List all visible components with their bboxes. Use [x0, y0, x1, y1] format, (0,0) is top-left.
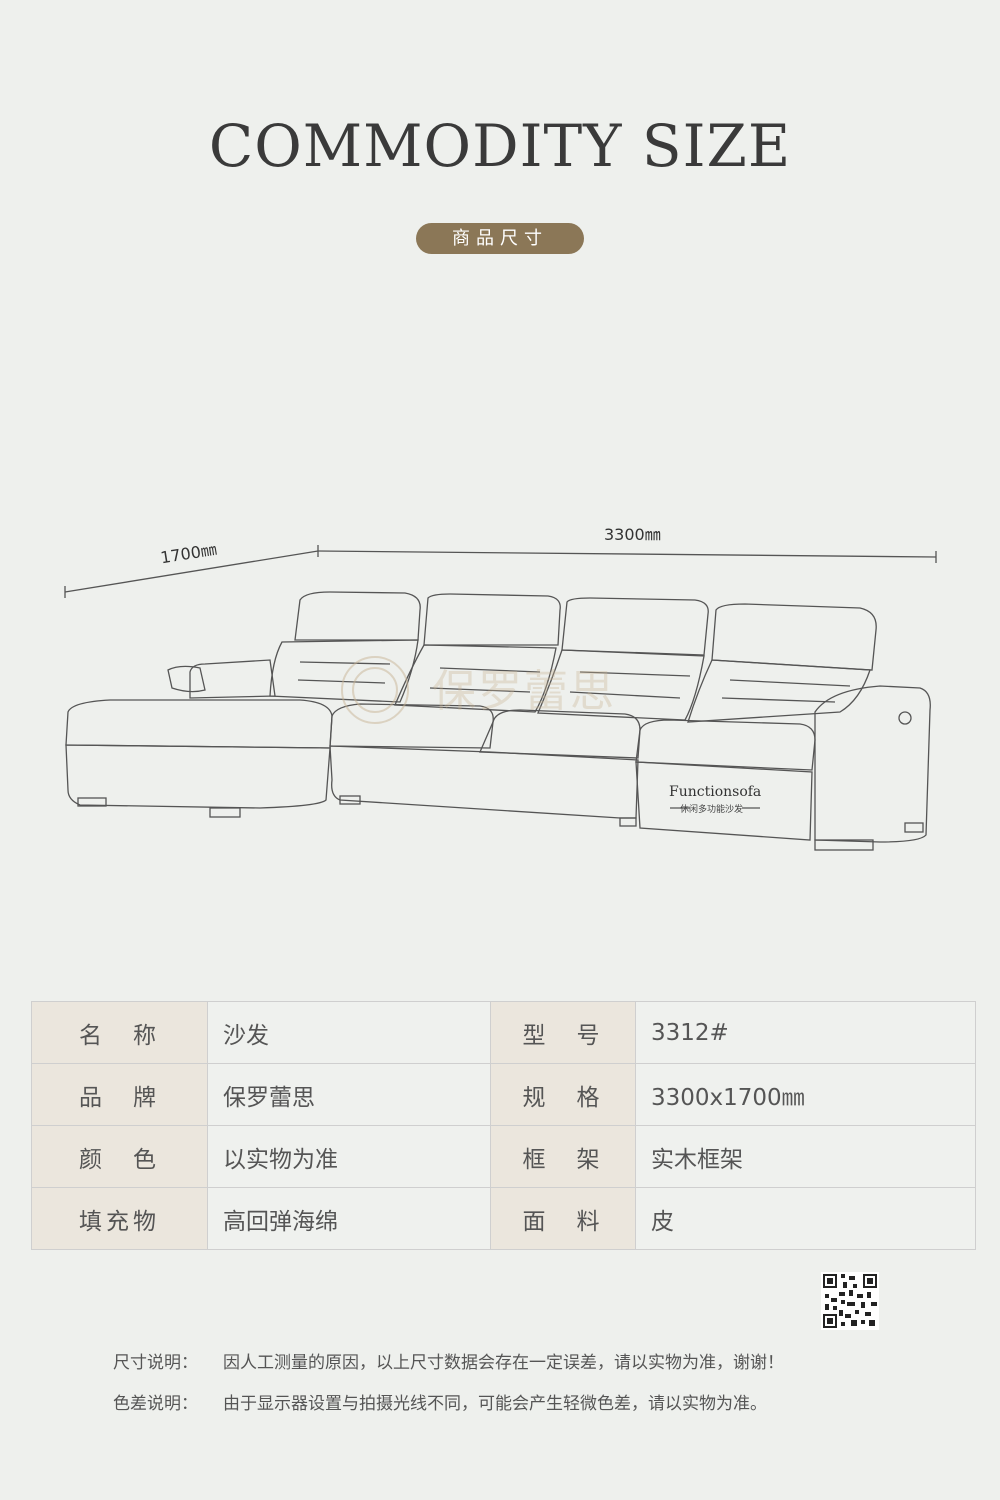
sofa-sketch [64, 545, 937, 851]
spec-label: 规 格 [490, 1063, 636, 1126]
size-note-text: 因人工测量的原因，以上尺寸数据会存在一定误差，请以实物为准，谢谢！ [223, 1353, 784, 1373]
size-note-key: 尺寸说明： [113, 1353, 198, 1373]
table-row: 填充物 高回弹海绵 面 料 皮 [31, 1187, 976, 1250]
brand-watermark: 保罗蕾思 [432, 666, 616, 717]
size-note: 尺寸说明： 因人工测量的原因，以上尺寸数据会存在一定误差，请以实物为准，谢谢！ [113, 1348, 784, 1373]
function-sofa-label: Functionsofa [669, 784, 762, 800]
spec-label: 型 号 [490, 1001, 636, 1064]
spec-value: 高回弹海绵 [207, 1187, 491, 1250]
color-note: 色差说明： 由于显示器设置与拍摄光线不同，可能会产生轻微色差，请以实物为准。 [113, 1389, 767, 1414]
function-sofa-sublabel: 休闲多功能沙发 [680, 805, 744, 815]
spec-label: 框 架 [490, 1125, 636, 1188]
table-row: 颜 色 以实物为准 框 架 实木框架 [31, 1125, 976, 1188]
spec-value: 沙发 [207, 1001, 491, 1064]
qr-code-icon[interactable] [821, 1272, 879, 1330]
spec-label: 面 料 [490, 1187, 636, 1250]
color-note-key: 色差说明： [113, 1394, 198, 1414]
brand-emblem-icon [341, 656, 409, 724]
table-row: 名 称 沙发 型 号 3312# [31, 1001, 976, 1064]
spec-value: 3300x1700㎜ [635, 1063, 976, 1126]
spec-label: 名 称 [31, 1001, 208, 1064]
section-badge: 商品尺寸 [416, 223, 584, 254]
spec-label: 颜 色 [31, 1125, 208, 1188]
spec-value: 皮 [635, 1187, 976, 1250]
spec-label: 品 牌 [31, 1063, 208, 1126]
spec-value: 以实物为准 [207, 1125, 491, 1188]
table-row: 品 牌 保罗蕾思 规 格 3300x1700㎜ [31, 1063, 976, 1126]
spec-table: 名 称 沙发 型 号 3312# 品 牌 保罗蕾思 规 格 3300x1700㎜… [31, 1001, 976, 1250]
width-dimension-label: 3300㎜ [604, 525, 661, 544]
color-note-text: 由于显示器设置与拍摄光线不同，可能会产生轻微色差，请以实物为准。 [223, 1394, 767, 1414]
page-title: COMMODITY SIZE [208, 112, 792, 180]
spec-value: 3312# [635, 1001, 976, 1064]
spec-value: 实木框架 [635, 1125, 976, 1188]
spec-value: 保罗蕾思 [207, 1063, 491, 1126]
spec-label: 填充物 [31, 1187, 208, 1250]
